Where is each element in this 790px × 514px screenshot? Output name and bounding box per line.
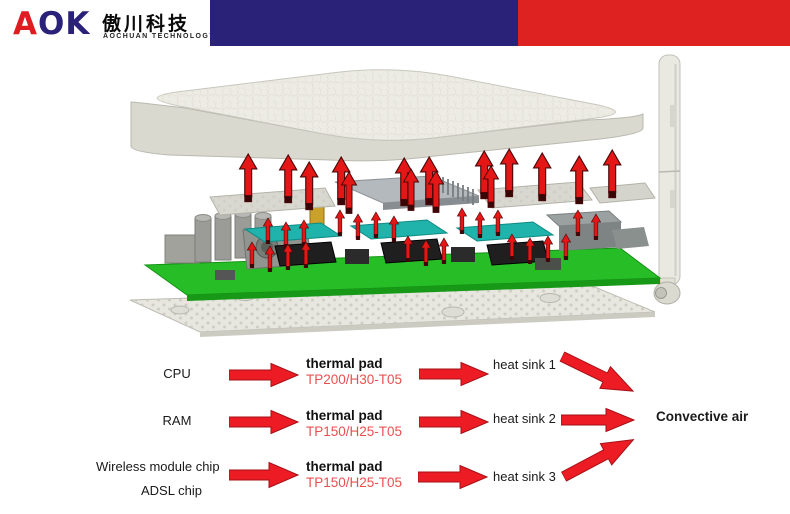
- logo-letter-k: K: [65, 6, 91, 42]
- header-bar-blue: [210, 0, 518, 46]
- thermal-pad-title: thermal pad: [306, 356, 383, 371]
- thermal-pad-code: TP150/H25-T05: [306, 475, 403, 490]
- header-bar-red: [518, 0, 790, 46]
- logo-letter-a: A: [13, 6, 38, 42]
- thermal-pad-code: TP200/H30-T05: [306, 372, 403, 387]
- label-adsl-chip: ADSL chip: [141, 483, 202, 498]
- flow-arrow-icon: [419, 409, 489, 435]
- thermal-pad-spec-1: thermal pad TP200/H30-T05: [306, 356, 402, 388]
- antenna-icon: [653, 54, 681, 305]
- flow-arrow-icon: [419, 361, 489, 387]
- flow-arrow-icon: [229, 409, 299, 435]
- thermal-pad-code: TP150/H25-T05: [306, 424, 403, 439]
- logo-subtitle: AOCHUAN TECHNOLOGY: [103, 33, 216, 40]
- thermal-pad-spec-2: thermal pad TP150/H25-T05: [306, 408, 402, 440]
- flow-arrow-icon: [418, 464, 488, 490]
- label-heat-sink-1: heat sink 1: [493, 357, 556, 372]
- label-heat-sink-3: heat sink 3: [493, 469, 556, 484]
- thermal-pad-spec-3: thermal pad TP150/H25-T05: [306, 459, 402, 491]
- flow-arrow-icon: [229, 362, 299, 388]
- logo-aok-text: AOK: [13, 6, 90, 42]
- label-cpu: CPU: [163, 366, 191, 381]
- label-convective-air: Convective air: [656, 409, 749, 424]
- thermal-pad-title: thermal pad: [306, 459, 383, 474]
- label-ram: RAM: [162, 413, 192, 428]
- label-heat-sink-2: heat sink 2: [493, 411, 556, 426]
- flow-arrow-icon: [561, 407, 635, 433]
- thermal-pad-title: thermal pad: [306, 408, 383, 423]
- company-logo: AOK 傲川科技 AOCHUAN TECHNOLOGY: [0, 0, 214, 46]
- flow-arrow-diagonal-up-icon: [557, 427, 641, 489]
- flow-arrow-diagonal-down-icon: [556, 344, 640, 404]
- logo-letter-o: O: [38, 6, 66, 42]
- label-wireless-module-chip: Wireless module chip: [96, 459, 220, 474]
- top-cover: [130, 69, 644, 162]
- logo-chinese-name: 傲川科技: [102, 14, 191, 35]
- exploded-view-figure: [95, 50, 695, 342]
- flow-arrow-icon: [229, 461, 299, 489]
